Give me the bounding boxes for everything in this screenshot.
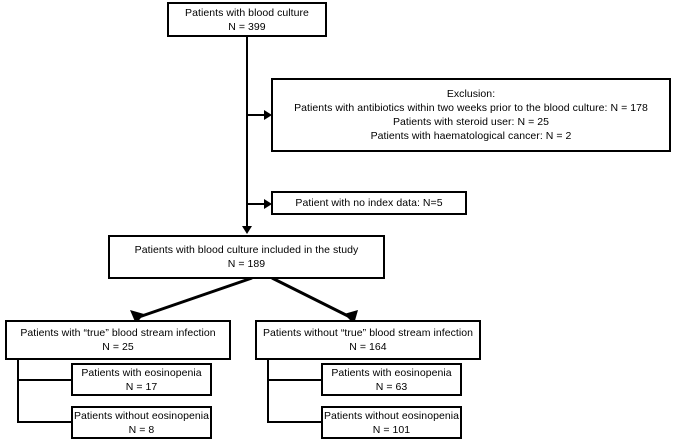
exclusion-branch-line [246, 114, 268, 116]
node-no-true-bsi-no-eosinopenia-line2: N = 101 [372, 423, 411, 436]
node-no-index-data[interactable]: Patient with no index data: N=5 [271, 191, 467, 215]
no-true-bsi-to-no-eosinopenia-line [267, 421, 322, 423]
node-enrollment-line1: Patients with blood culture [185, 6, 309, 19]
node-exclusion[interactable]: Exclusion: Patients with antibiotics wit… [271, 78, 671, 152]
node-no-true-bsi-eosinopenia-line1: Patients with eosinopenia [331, 366, 452, 379]
no-index-data-branch-arrow [264, 199, 272, 209]
node-true-bsi-eosinopenia-line1: Patients with eosinopenia [81, 366, 202, 379]
node-true-bsi[interactable]: Patients with “true” blood stream infect… [5, 320, 231, 360]
exclusion-branch-arrow [264, 110, 272, 120]
node-no-true-bsi-line2: N = 164 [349, 341, 387, 353]
no-true-bsi-to-eosinopenia-line [267, 379, 322, 381]
true-bsi-to-no-eosinopenia-line [17, 421, 72, 423]
node-true-bsi-no-eosinopenia-line1: Patients without eosinopenia [73, 409, 210, 422]
node-no-true-bsi-no-eosinopenia-line1: Patients without eosinopenia [323, 409, 460, 422]
true-bsi-bracket-vertical [17, 349, 19, 423]
node-true-bsi-eosinopenia[interactable]: Patients with eosinopenia N = 17 [71, 363, 212, 396]
node-exclusion-line2: Patients with antibiotics within two wee… [294, 102, 648, 114]
node-no-true-bsi-eosinopenia[interactable]: Patients with eosinopenia N = 63 [321, 363, 462, 396]
node-enrollment[interactable]: Patients with blood culture N = 399 [167, 2, 327, 37]
node-included-line2: N = 189 [227, 258, 266, 270]
node-true-bsi-no-eosinopenia-line2: N = 8 [128, 423, 155, 436]
node-included-line1: Patients with blood culture included in … [134, 244, 359, 256]
node-no-true-bsi-eosinopenia-line2: N = 63 [375, 380, 408, 393]
node-enrollment-line2: N = 399 [228, 20, 266, 33]
true-bsi-to-eosinopenia-line [17, 379, 72, 381]
node-exclusion-line4: Patients with haematological cancer: N =… [370, 130, 572, 142]
node-no-true-bsi-no-eosinopenia[interactable]: Patients without eosinopenia N = 101 [321, 406, 462, 439]
no-index-data-branch-line [246, 203, 268, 205]
node-exclusion-line3: Patients with steroid user: N = 25 [392, 116, 550, 128]
node-true-bsi-line2: N = 25 [102, 341, 134, 353]
node-true-bsi-eosinopenia-line2: N = 17 [125, 380, 158, 393]
node-no-index-data-line1: Patient with no index data: N=5 [295, 197, 443, 209]
node-true-bsi-line1: Patients with “true” blood stream infect… [20, 327, 216, 339]
node-exclusion-line1: Exclusion: [446, 88, 496, 100]
trunk-arrow-into-included [242, 226, 252, 234]
no-true-bsi-bracket-vertical [267, 349, 269, 423]
trunk-vertical-line [246, 35, 248, 230]
node-true-bsi-no-eosinopenia[interactable]: Patients without eosinopenia N = 8 [71, 406, 212, 439]
node-no-true-bsi-line1: Patients without “true” blood stream inf… [262, 327, 474, 339]
node-no-true-bsi[interactable]: Patients without “true” blood stream inf… [255, 320, 481, 360]
node-included-in-study[interactable]: Patients with blood culture included in … [108, 235, 385, 279]
